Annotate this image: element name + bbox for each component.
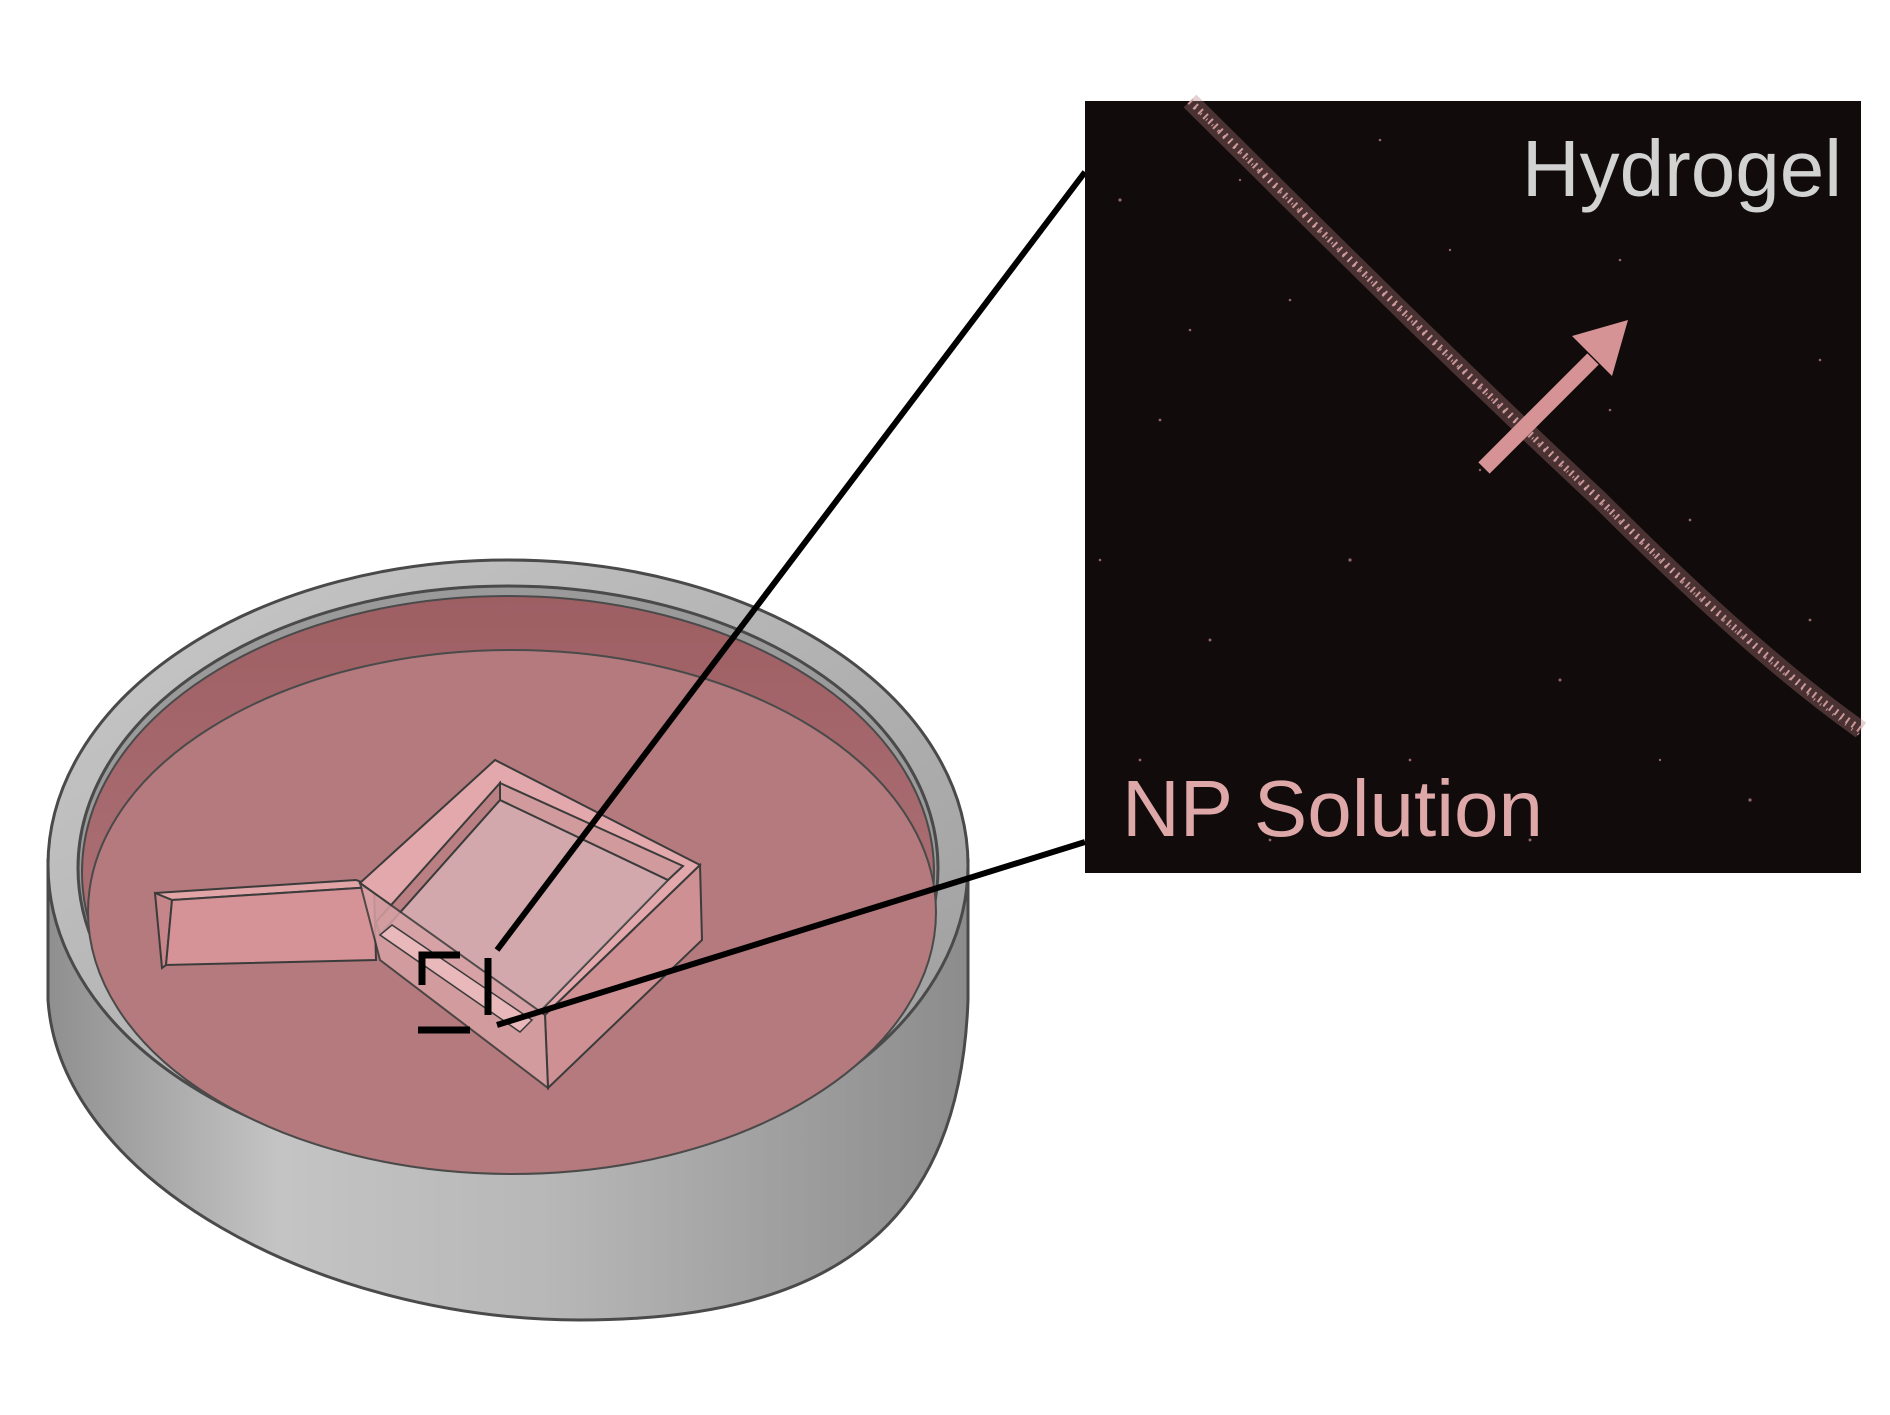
np-solution-label: NP Solution: [1122, 764, 1543, 853]
hydrogel-label: Hydrogel: [1522, 124, 1842, 213]
inset-frame: [1085, 101, 1861, 873]
gel-flap: [153, 878, 378, 970]
zoom-region-marker: [418, 951, 492, 1034]
petri-dish: [46, 558, 970, 1322]
callout-lines: [494, 170, 1088, 1028]
hydrogel-mold: [358, 758, 704, 1091]
direction-arrow: [1478, 320, 1628, 474]
particle-band: [1183, 94, 1867, 738]
background-specks: [1098, 138, 1822, 842]
microscopy-inset: Hydrogel NP Solution: [1085, 94, 1867, 873]
